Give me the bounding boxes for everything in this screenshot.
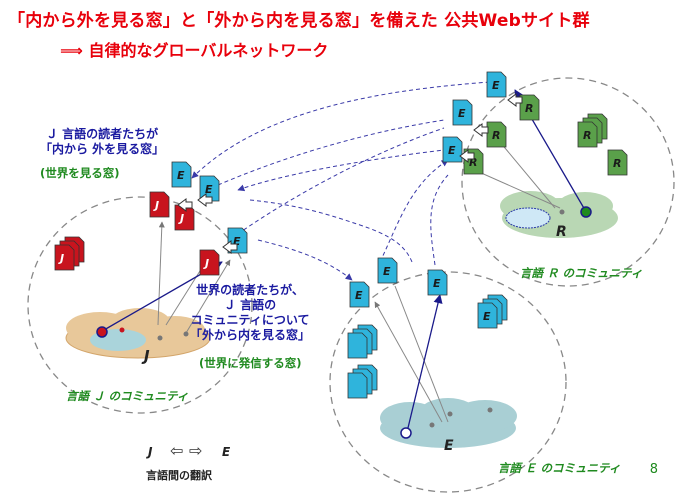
document-e-letter: E [448,144,456,157]
document-j-icon [149,191,170,218]
document-e-icon [349,281,370,308]
document-j-icon [199,249,220,276]
community-j-dot [119,327,125,333]
page-title-line2: ⟹ 自律的なグローバルネットワーク [60,41,329,60]
community-e-letter: E [444,438,454,454]
community-j-dot [157,335,163,341]
link-rcloud-rdoc2 [469,167,561,209]
community-e-dot [447,411,453,417]
page-number: 8 [649,462,658,477]
document-j-letter: J [153,199,159,212]
translation-links [191,81,491,281]
document-j-letter: J [178,212,184,225]
world-readers-line3: コミュニティについて [190,313,310,327]
community-j-dot [183,331,189,337]
document-r-letter: R [525,102,533,115]
window-see-world-label: (世界を見る窓) [40,166,120,180]
community-e-label: 言語 Ｅ のコミュニティ [498,461,621,475]
world-readers-line1: 世界の読者たちが、 [196,283,304,297]
world-readers-label: 世界の読者たちが、 Ｊ 言語の コミュニティについて 「外から内を見る窓」 [190,283,310,343]
document-e-letter: E [458,107,466,120]
document-e-letter: E [492,79,500,92]
community-j-source-dot [96,326,108,338]
community-r-source-dot [580,206,592,218]
document-e-icon [452,99,473,126]
community-e-boundary [329,271,567,493]
cloud-j [65,308,211,359]
legend-j-letter: J [148,445,153,459]
link-jcloud-jdoc [157,221,165,326]
document-e-letter: E [483,310,491,323]
community-e-dot [487,407,493,413]
community-e-dot [429,422,435,428]
link-jcloud-ewin [185,259,231,334]
world-readers-line4: 「外から内を見る窓」 [190,328,311,342]
j-readers-line2: 「内から 外を見る窓」 [40,142,165,156]
document-e-letter: E [233,235,241,248]
community-e-source-dot [400,427,412,439]
document-e-icon [427,269,448,296]
link-edot-out [406,294,443,433]
document-r-icon [577,121,598,148]
document-r-letter: R [613,157,621,170]
link-ecloud-edoc [374,301,443,423]
legend-arrow-right-icon: ⇨ [189,441,203,460]
document-r-icon [607,149,628,176]
document-e-letter: E [177,169,185,182]
j-readers-line1: Ｊ 言語の読者たちが [46,127,159,141]
legend-e-letter: E [222,445,231,459]
document-e-icon [477,302,498,329]
document-e-icon [486,71,507,98]
page-title-line1: 「内から外を見る窓」と「外から内を見る窓」を備えた 公共Webサイト群 [8,11,590,31]
document-e-icon [347,372,368,399]
document-j-letter: J [58,252,64,265]
document-e-letter: E [433,277,441,290]
document-e-icon [171,161,192,188]
window-send-world-label: (世界に発信する窓) [199,356,302,370]
document-e-icon [442,136,463,163]
world-readers-line2: Ｊ 言語の [223,298,277,312]
document-e-icon [377,257,398,284]
document-e-letter: E [355,289,363,302]
community-j-boundary [27,196,253,414]
community-j-letter: J [141,347,150,365]
document-r-letter: R [492,129,500,142]
community-r-boundary [461,77,675,287]
community-j-label: 言語 Ｊ のコミュニティ [66,389,189,403]
document-e-letter: E [205,183,213,196]
community-r-dot [559,209,565,215]
community-r-letter: R [556,224,567,240]
document-r-icon [486,121,507,148]
document-r-letter: R [469,156,477,169]
link-ecloud-edoc2 [394,285,449,423]
translation-arrows [177,93,523,254]
document-e-icon [347,332,368,359]
legend-arrow-left-icon: ⇦ [170,441,184,460]
document-r-letter: R [583,129,591,142]
community-r-label: 言語 Ｒ のコミュニティ [520,266,643,280]
j-readers-label: Ｊ 言語の読者たちが 「内から 外を見る窓」 [40,127,164,157]
document-r-icon [519,94,540,121]
document-j-letter: J [203,257,209,270]
document-e-letter: E [383,265,391,278]
document-j-icon [54,244,75,271]
legend-caption: 言語間の翻訳 [146,469,212,482]
